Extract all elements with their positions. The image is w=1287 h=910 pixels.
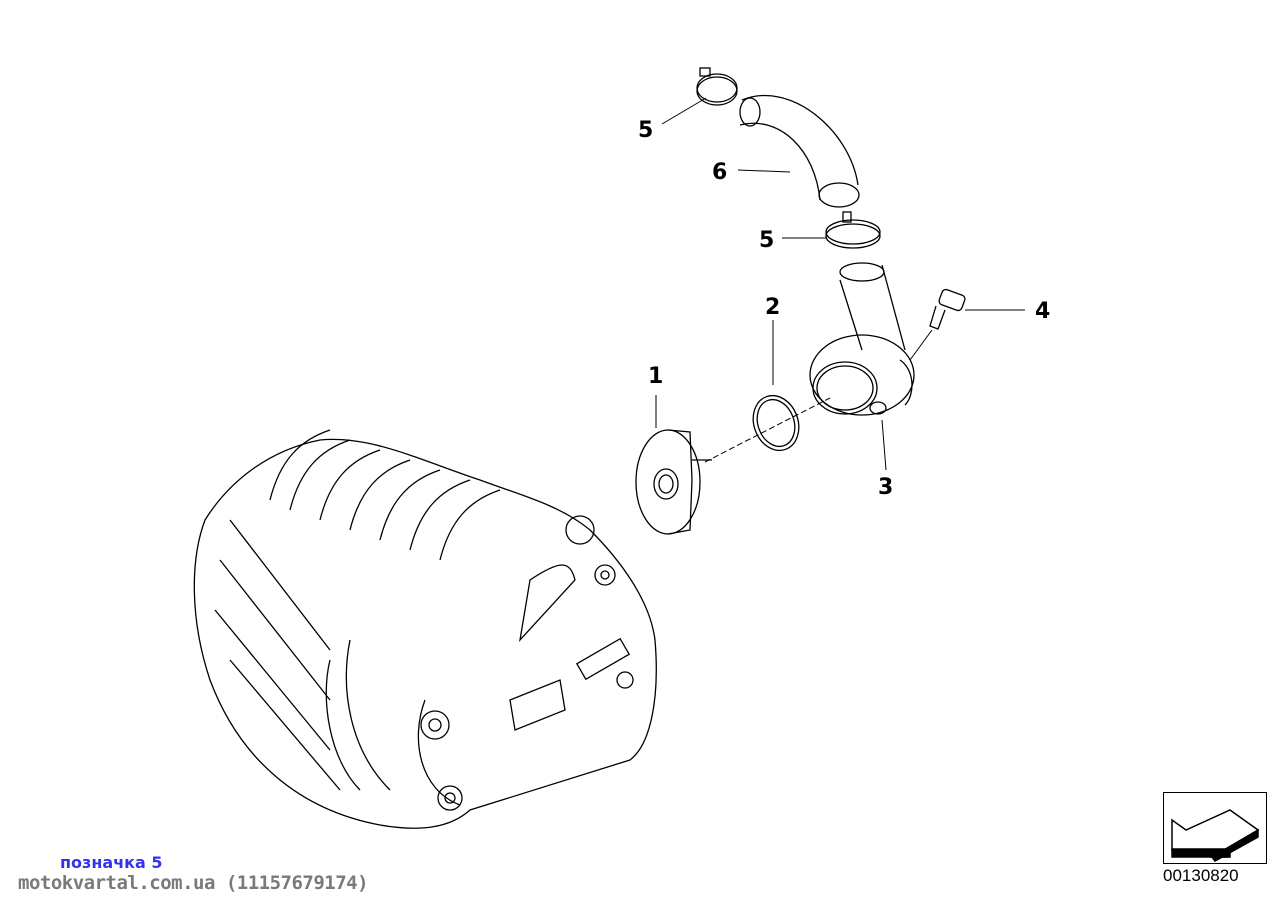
bolt	[929, 288, 966, 330]
caption-label: позначка 5	[60, 853, 163, 872]
diagram-number: 00130820	[1163, 866, 1239, 885]
hose-clamp-bottom	[825, 211, 881, 249]
watermark-text: motokvartal.com.ua (11157679174)	[18, 872, 369, 894]
callout-4-bolt: 4	[1035, 299, 1051, 324]
callout-6-hose: 6	[712, 160, 728, 185]
cylinder-head	[193, 429, 657, 829]
orientation-box	[1163, 792, 1267, 864]
callout-5-bottom-clamp: 5	[759, 228, 775, 253]
hose-clamp-top	[696, 67, 738, 106]
impeller	[635, 429, 712, 535]
callout-3-housing: 3	[878, 475, 894, 500]
callout-2-o-ring: 2	[765, 295, 781, 320]
leader-lines	[655, 97, 1025, 471]
callout-5-top-clamp: 5	[638, 118, 654, 143]
callout-1-impeller: 1	[648, 364, 664, 389]
water-pump-housing	[809, 262, 915, 416]
orientation-arrow-icon	[1171, 809, 1260, 862]
coolant-hose	[739, 94, 860, 208]
o-ring	[752, 394, 800, 452]
